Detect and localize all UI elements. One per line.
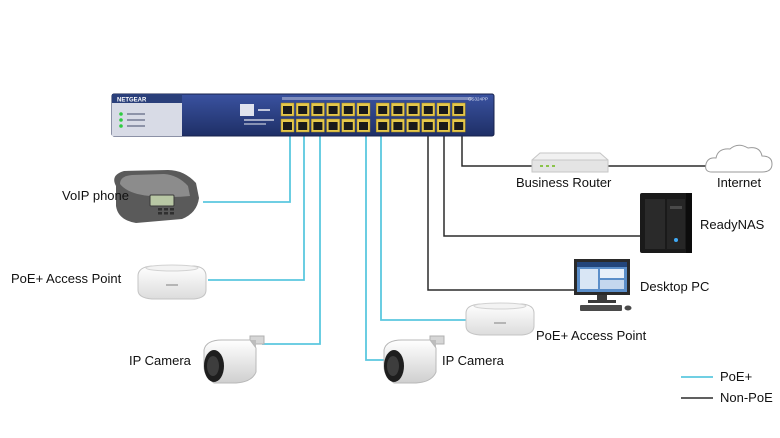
switch-port-socket-3 <box>298 106 308 114</box>
non-poe-line-nas <box>443 136 640 237</box>
fan-led <box>119 124 123 128</box>
legend-non-poe-label: Non-PoE <box>720 390 773 405</box>
poe-line-camera-left <box>262 136 321 345</box>
readynas-device <box>640 193 692 253</box>
poe-line-ap-left <box>208 136 305 281</box>
poe-access-point-center-label: PoE+ Access Point <box>536 328 647 343</box>
voip-keypad <box>158 208 174 215</box>
switch-port-socket-23 <box>454 106 464 114</box>
switch-port-socket-14 <box>378 122 388 130</box>
poe-connections <box>203 136 466 361</box>
non-poe-connections <box>427 136 712 291</box>
access-point-center-device <box>465 302 535 336</box>
switch-port-socket-1 <box>283 106 292 114</box>
business-router-device <box>531 152 609 173</box>
ip-camera-center-device <box>383 335 445 384</box>
access-point-left-device <box>137 264 207 300</box>
switch-port-socket-4 <box>298 122 308 130</box>
readynas-label: ReadyNAS <box>700 217 765 232</box>
switch-port-socket-22 <box>439 122 448 130</box>
switch-port-socket-16 <box>393 122 403 130</box>
poe-access-point-left-label: PoE+ Access Point <box>11 271 122 286</box>
desktop-keyboard <box>580 305 622 311</box>
switch-port-socket-12 <box>359 122 368 130</box>
non-poe-line-router <box>461 136 534 167</box>
switch-port-socket-21 <box>439 106 448 114</box>
poe-line-camera-center <box>365 136 408 361</box>
switch-model-badge: GS324PP <box>468 97 488 102</box>
legend-poe-label: PoE+ <box>720 369 753 384</box>
switch-port-socket-13 <box>378 106 388 114</box>
switch-port-socket-20 <box>423 122 433 130</box>
switch-logo-mark <box>240 104 254 116</box>
switch-port-socket-19 <box>423 106 433 114</box>
switch-port-socket-8 <box>328 122 338 130</box>
poe-switch: NETGEAR GS324PP <box>111 93 495 137</box>
voip-screen <box>149 194 175 207</box>
switch-port-socket-7 <box>328 106 338 114</box>
non-poe-line-desktop <box>427 136 574 291</box>
internet-label: Internet <box>717 175 762 190</box>
internet-cloud-icon <box>705 144 773 173</box>
switch-port-socket-6 <box>313 122 323 130</box>
voip-phone-device <box>114 170 199 223</box>
switch-brand-logo: NETGEAR <box>117 98 147 104</box>
switch-port-socket-9 <box>343 106 353 114</box>
desktop-pc-label: Desktop PC <box>640 279 710 294</box>
switch-port-socket-18 <box>408 122 418 130</box>
switch-ports <box>280 102 466 133</box>
switch-port-socket-2 <box>283 122 292 130</box>
status-led <box>119 118 123 122</box>
legend <box>681 376 713 399</box>
switch-port-socket-24 <box>454 122 464 130</box>
switch-port-socket-10 <box>343 122 353 130</box>
ip-camera-left-device <box>203 335 265 384</box>
switch-port-socket-11 <box>359 106 368 114</box>
switch-port-socket-5 <box>313 106 323 114</box>
ip-camera-center-label: IP Camera <box>442 353 504 368</box>
desktop-mouse <box>624 305 632 311</box>
desktop-pc-device <box>574 259 632 311</box>
voip-phone-label: VoIP phone <box>62 188 129 203</box>
switch-port-socket-17 <box>408 106 418 114</box>
poe-line-voip <box>203 136 291 203</box>
business-router-label: Business Router <box>516 175 612 190</box>
poe-line-ap-center <box>380 136 466 321</box>
ip-camera-left-label: IP Camera <box>129 353 191 368</box>
power-led <box>119 112 123 116</box>
switch-port-socket-15 <box>393 106 403 114</box>
